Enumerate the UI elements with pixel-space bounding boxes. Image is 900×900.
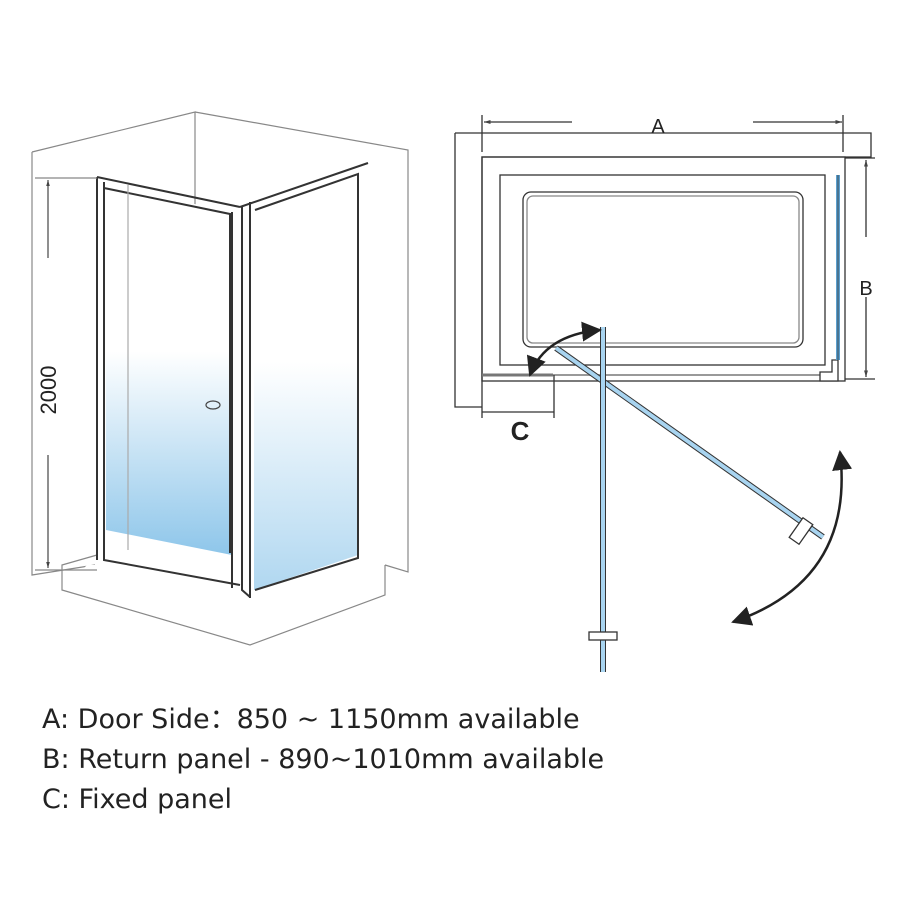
door-handle: [205, 400, 221, 410]
door-glass: [106, 185, 232, 555]
swing-arrow-inner: [526, 321, 602, 377]
corner-bracket: [819, 359, 839, 382]
perspective-view: [31, 111, 409, 646]
legend-c: C: Fixed panel: [42, 784, 232, 815]
door-frame: [96, 176, 251, 598]
tray-outline: [499, 174, 826, 366]
legend: A: Door Side：850 ~ 1150mm available B: R…: [42, 700, 604, 820]
label-c: C: [511, 416, 530, 446]
legend-b: B: Return panel - 890~1010mm available: [42, 744, 605, 775]
door-handle-angled: [788, 516, 814, 546]
plan-view: [454, 115, 875, 672]
swing-arrow-outer: [731, 450, 853, 626]
label-a: A: [651, 116, 665, 138]
return-frame: [239, 162, 369, 598]
right-wall: [194, 111, 409, 573]
enclosure-outline: [481, 156, 846, 382]
shower-tray: [61, 554, 386, 646]
label-b: B: [859, 278, 872, 300]
tray-basin: [522, 191, 804, 348]
legend-a: A: Door Side：850 ~ 1150mm available: [42, 704, 580, 735]
door-handle-open: [588, 631, 618, 641]
height-label: 2000: [36, 366, 61, 415]
return-glass: [254, 175, 358, 590]
outer-wall: [454, 132, 872, 408]
